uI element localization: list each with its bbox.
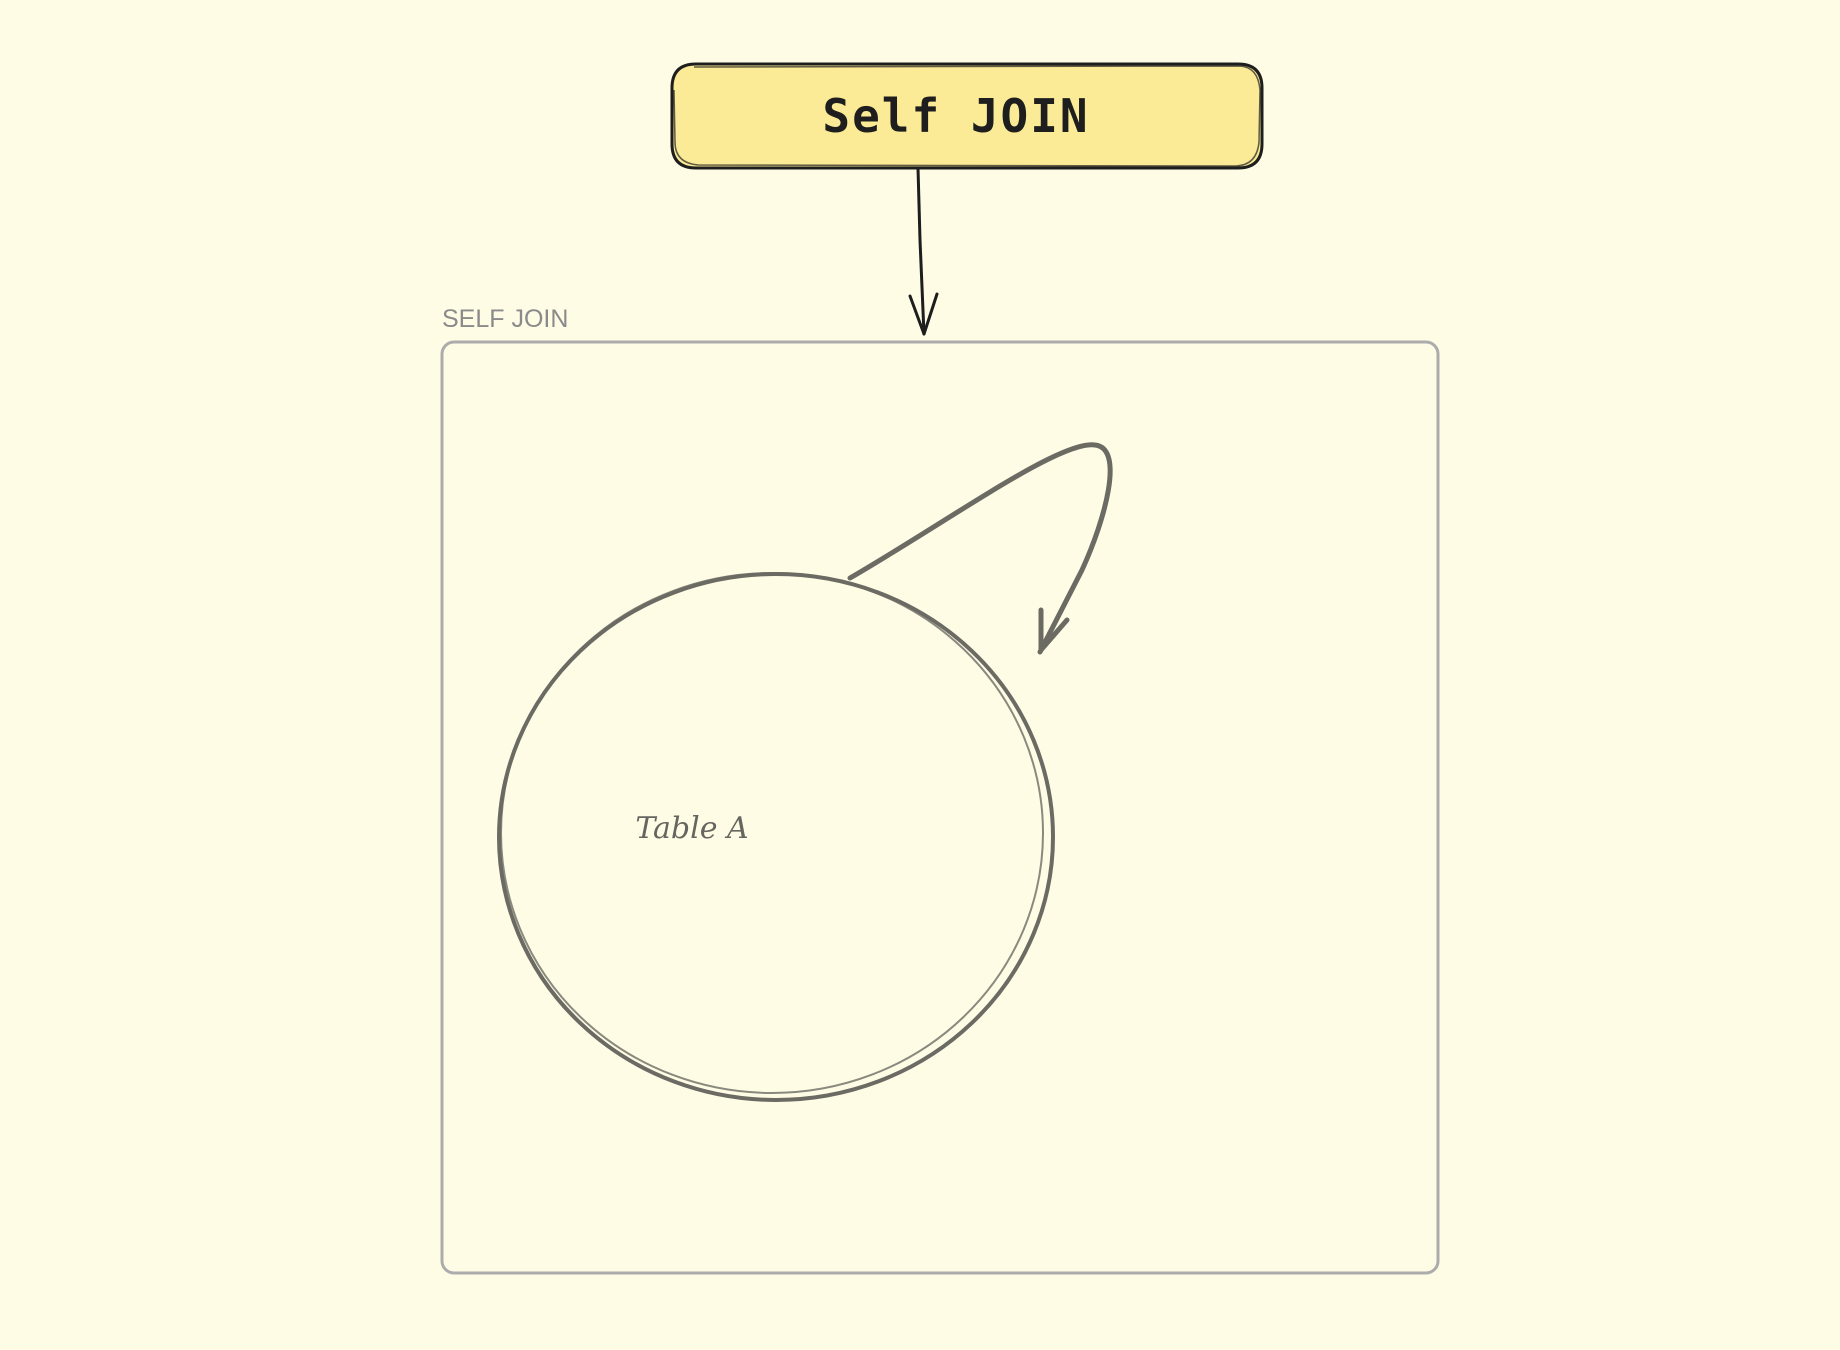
title-to-frame-arrow[interactable] — [908, 166, 939, 336]
title-box-sketch-stroke — [673, 65, 1261, 167]
loop-arrow-path — [847, 442, 1113, 655]
title-box-shape — [670, 62, 1264, 170]
arrow-head — [908, 292, 939, 336]
table-a-node[interactable]: Table A — [497, 572, 1055, 1102]
table-a-ellipse-sketch — [500, 572, 1044, 1094]
table-a-ellipse — [497, 572, 1055, 1102]
table-a-label: Table A — [635, 811, 748, 846]
self-join-frame[interactable]: SELF JOIN — [440, 305, 1440, 1275]
frame-border — [440, 340, 1440, 1275]
title-text: Self JOIN — [822, 89, 1089, 143]
self-join-loop-arrow[interactable] — [847, 442, 1113, 655]
arrow-shaft — [916, 166, 926, 336]
title-box[interactable]: Self JOIN — [670, 62, 1264, 170]
loop-arrow-head — [1038, 607, 1070, 653]
frame-label: SELF JOIN — [442, 305, 568, 333]
